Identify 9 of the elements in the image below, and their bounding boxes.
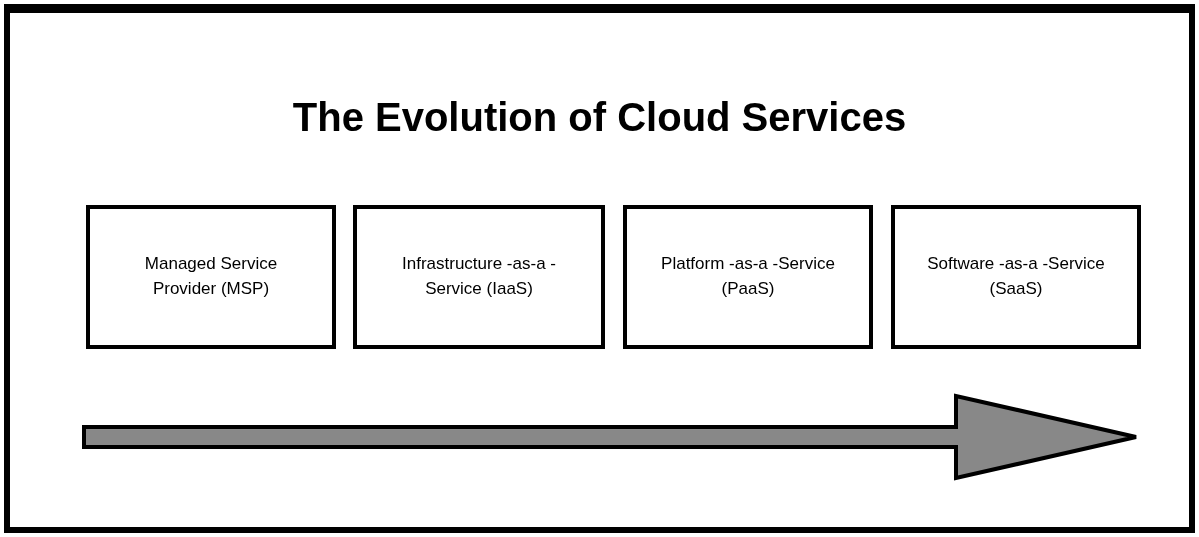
stage-label: Infrastructure -as-a -Service (IaaS): [401, 253, 557, 300]
stage-label: Managed Service Provider (MSP): [143, 253, 279, 300]
stage-box: [891, 205, 1141, 349]
stage-box: [623, 205, 873, 349]
stage-box: [86, 205, 336, 349]
stage-label: Software -as-a -Service (SaaS): [926, 253, 1106, 300]
stage-box: [353, 205, 605, 349]
stage-label: Platform -as-a -Service (PaaS): [660, 253, 836, 300]
diagram-title: The Evolution of Cloud Services: [291, 95, 908, 140]
